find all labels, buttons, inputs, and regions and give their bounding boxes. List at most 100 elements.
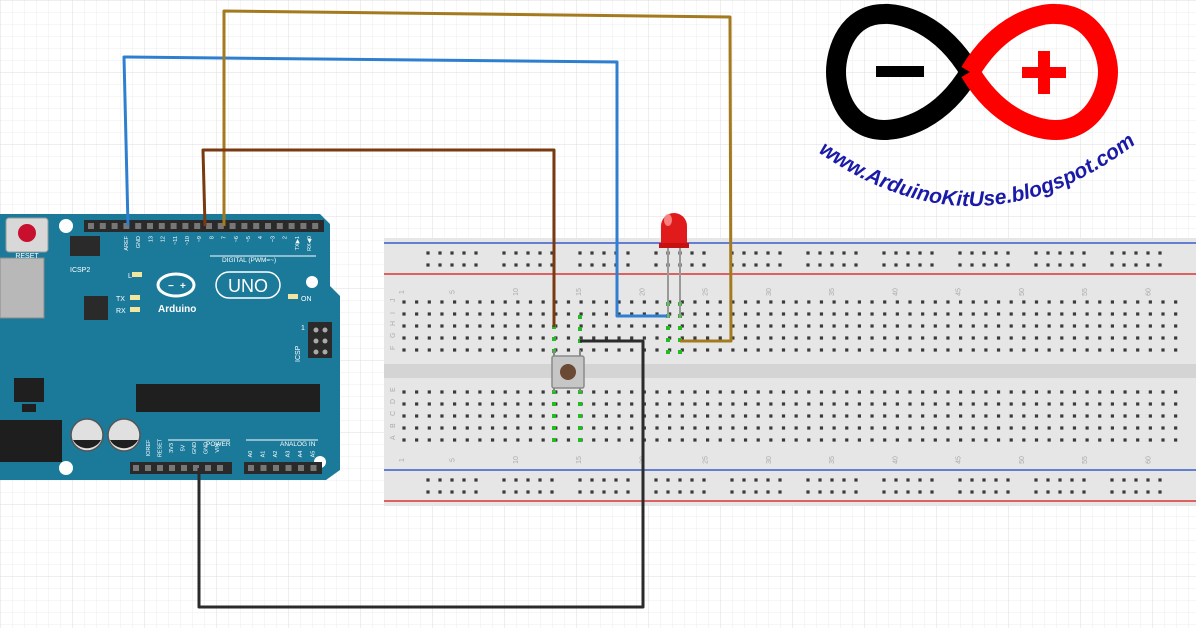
power-pin-label: 5V <box>181 444 187 451</box>
breadboard-hole <box>566 336 571 340</box>
breadboard-hole <box>415 402 419 406</box>
rail-hole <box>690 263 694 267</box>
rail-hole <box>702 263 706 267</box>
breadboard-hole <box>541 324 545 328</box>
rail-hole <box>778 263 782 267</box>
breadboard-hole <box>655 402 659 406</box>
breadboard-hole <box>1009 438 1013 442</box>
breadboard-hole <box>908 438 912 442</box>
digital-pin-hole <box>111 223 118 229</box>
breadboard-hole <box>693 336 697 340</box>
breadboard-hole <box>668 390 672 394</box>
row-label: E <box>390 387 397 392</box>
breadboard-hole <box>731 312 735 316</box>
breadboard-hole <box>465 390 469 394</box>
breadboard-hole <box>592 336 596 340</box>
breadboard-hole <box>984 438 988 442</box>
breadboard-hole <box>857 390 861 394</box>
column-number: 40 <box>892 456 899 464</box>
breadboard-hole <box>946 336 950 340</box>
rail-hole <box>842 251 846 255</box>
digital-pin-label: AREF <box>124 235 130 250</box>
breadboard-hole <box>1110 348 1114 352</box>
uno-label: UNO <box>228 276 268 296</box>
breadboard-hole <box>642 324 646 328</box>
breadboard-hole <box>984 390 988 394</box>
connected-hole <box>578 402 582 406</box>
dc-power-jack <box>0 420 62 462</box>
breadboard-hole <box>883 402 887 406</box>
breadboard-hole <box>1060 348 1064 352</box>
rail-hole <box>550 478 554 482</box>
breadboard-hole <box>1136 312 1140 316</box>
wire-gnd[interactable] <box>122 55 668 318</box>
breadboard-hole <box>1123 312 1127 316</box>
breadboard-hole <box>743 312 748 316</box>
column-number: 50 <box>1019 288 1026 296</box>
breadboard-hole <box>427 402 431 406</box>
breadboard-hole <box>427 438 431 442</box>
breadboard-hole <box>465 426 469 430</box>
breadboard-hole <box>490 390 495 394</box>
digital-pin-label: 7 <box>222 236 228 239</box>
rail-hole <box>602 263 606 267</box>
breadboard-hole <box>1034 300 1039 304</box>
breadboard-hole <box>516 336 520 340</box>
wires <box>122 9 733 609</box>
wire-pin8[interactable] <box>201 148 556 327</box>
breadboard-hole <box>996 390 1001 394</box>
breadboard-hole <box>807 312 811 316</box>
rail-hole <box>754 490 758 494</box>
breadboard-hole <box>1123 438 1127 442</box>
rail-hole <box>930 490 934 494</box>
breadboard-hole <box>769 402 773 406</box>
breadboard-hole <box>528 438 533 442</box>
breadboard-hole <box>1085 324 1089 328</box>
analog-header-label: ANALOG IN <box>280 441 316 448</box>
digital-pin-hole <box>88 223 94 229</box>
breadboard-hole <box>959 438 963 442</box>
breadboard-hole <box>718 402 722 406</box>
breadboard-hole <box>402 336 406 340</box>
breadboard-hole <box>971 324 975 328</box>
digital-pin-hole <box>99 223 106 229</box>
breadboard-hole <box>617 348 621 352</box>
breadboard-hole <box>655 438 659 442</box>
column-number: 50 <box>1019 456 1026 464</box>
breadboard-hole <box>630 414 634 418</box>
breadboard-hole <box>1098 414 1102 418</box>
breadboard-hole <box>1072 324 1077 328</box>
rail-hole <box>502 251 506 255</box>
wire-5v[interactable] <box>197 339 645 609</box>
breadboard-hole <box>642 336 646 340</box>
reset-button-cap <box>18 224 36 242</box>
wire-pin7[interactable] <box>222 9 733 343</box>
breadboard-hole <box>996 402 1001 406</box>
digital-pin-hole <box>158 223 165 229</box>
breadboard-hole <box>933 348 937 352</box>
breadboard-hole <box>503 390 507 394</box>
breadboard-hole <box>1136 390 1140 394</box>
breadboard-hole <box>819 390 824 394</box>
breadboard-hole <box>756 402 760 406</box>
rail-hole <box>474 490 478 494</box>
power-pin-label: GND <box>192 442 198 454</box>
breadboard-hole <box>680 414 684 418</box>
rail-hole <box>958 263 962 267</box>
connected-hole <box>552 337 556 341</box>
connected-hole <box>552 402 556 406</box>
breadboard-hole <box>1072 390 1077 394</box>
breadboard-hole <box>1148 426 1152 430</box>
breadboard-hole <box>845 438 849 442</box>
breadboard-hole <box>503 336 507 340</box>
breadboard-hole <box>781 336 786 340</box>
rail-hole <box>882 263 886 267</box>
push-button[interactable] <box>551 350 585 392</box>
breadboard-hole <box>706 300 710 304</box>
rail-hole <box>1058 251 1062 255</box>
rail-hole <box>526 263 530 267</box>
breadboard-hole <box>908 336 912 340</box>
breadboard-hole <box>769 336 773 340</box>
breadboard-hole <box>415 300 419 304</box>
rail-hole <box>654 490 658 494</box>
